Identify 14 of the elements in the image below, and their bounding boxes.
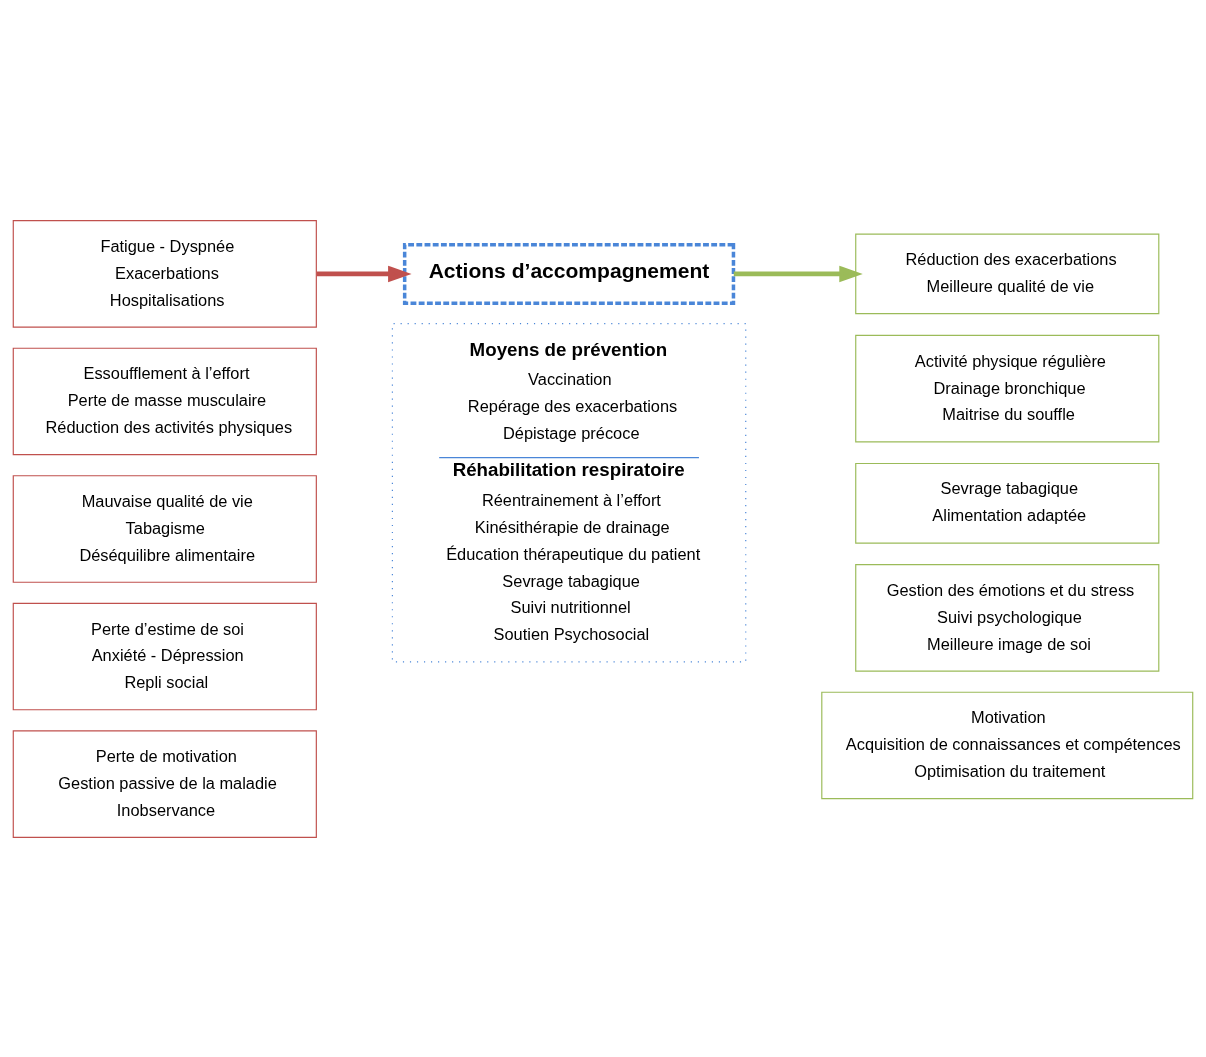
node-box: Moyens de prévention Vaccination Repérage des exacerbations Dépistage précoce Réhabilitation respiratoire Réentrainement à l’effort Kinésithérapie de drainage Éducation thérapeutique du patient Sevrage tabagique Suivi nutritionnel Soutien Psychosocial <box>391 322 747 662</box>
node-box: Perte d’estime de soi Anxiété - Dépression Repli social <box>12 602 317 710</box>
node-box: Mauvaise qualité de vie Tabagisme Déséquilibre alimentaire <box>12 474 317 583</box>
node-box: Motivation Acquisition de connaissances et compétences Optimisation du traitement <box>821 691 1194 799</box>
arrow <box>733 265 863 282</box>
node-box: Essoufflement à l’effort Perte de masse musculaire Réduction des activités physiques <box>12 347 317 455</box>
node-box: Sevrage tabagique Alimentation adaptée <box>855 462 1160 544</box>
arrow <box>316 265 412 282</box>
node-box: Perte de motivation Gestion passive de la maladie Inobservance <box>12 729 317 838</box>
node-box: Actions d’accompagnement <box>402 242 736 305</box>
node-box: Activité physique régulière Drainage bronchique Maitrise du souffle <box>855 334 1160 442</box>
node-box: Fatigue - Dyspnée Exacerbations Hospitalisations <box>12 219 317 328</box>
node-box: Gestion des émotions et du stress Suivi psychologique Meilleure image de soi <box>855 563 1160 672</box>
node-box: Réduction des exacerbations Meilleure qualité de vie <box>855 233 1160 314</box>
